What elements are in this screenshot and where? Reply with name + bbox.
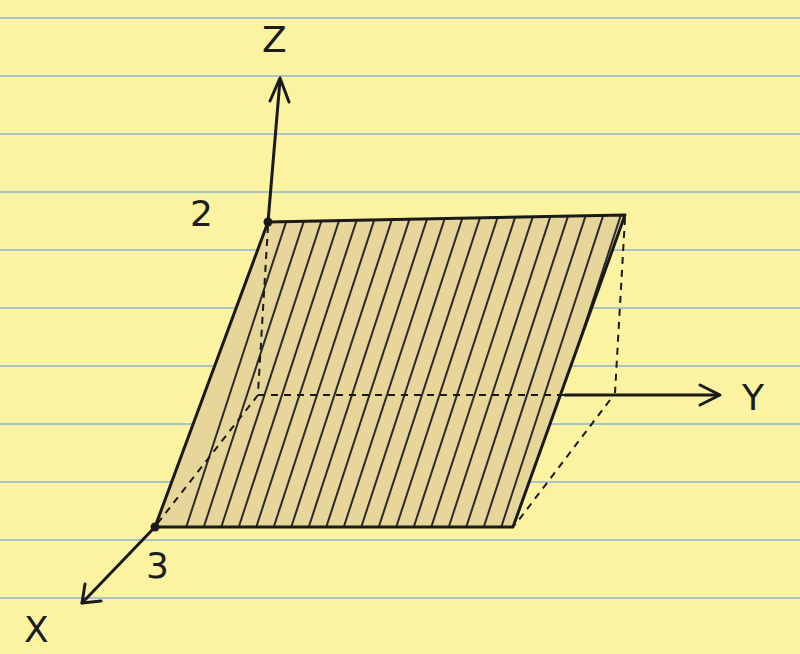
axis-arrows	[82, 78, 720, 603]
plane-shade	[155, 215, 625, 527]
tick-value: 3	[146, 548, 169, 584]
axis-points	[151, 218, 273, 532]
tick-value: 2	[190, 196, 213, 232]
plane-hatching	[182, 210, 623, 540]
axis-name: Z	[262, 22, 287, 58]
axis-name: X	[24, 612, 49, 648]
axis-name: Y	[742, 380, 764, 416]
ruled-lines	[0, 18, 800, 598]
hidden-lines	[157, 218, 625, 525]
plane-outline	[155, 215, 625, 527]
